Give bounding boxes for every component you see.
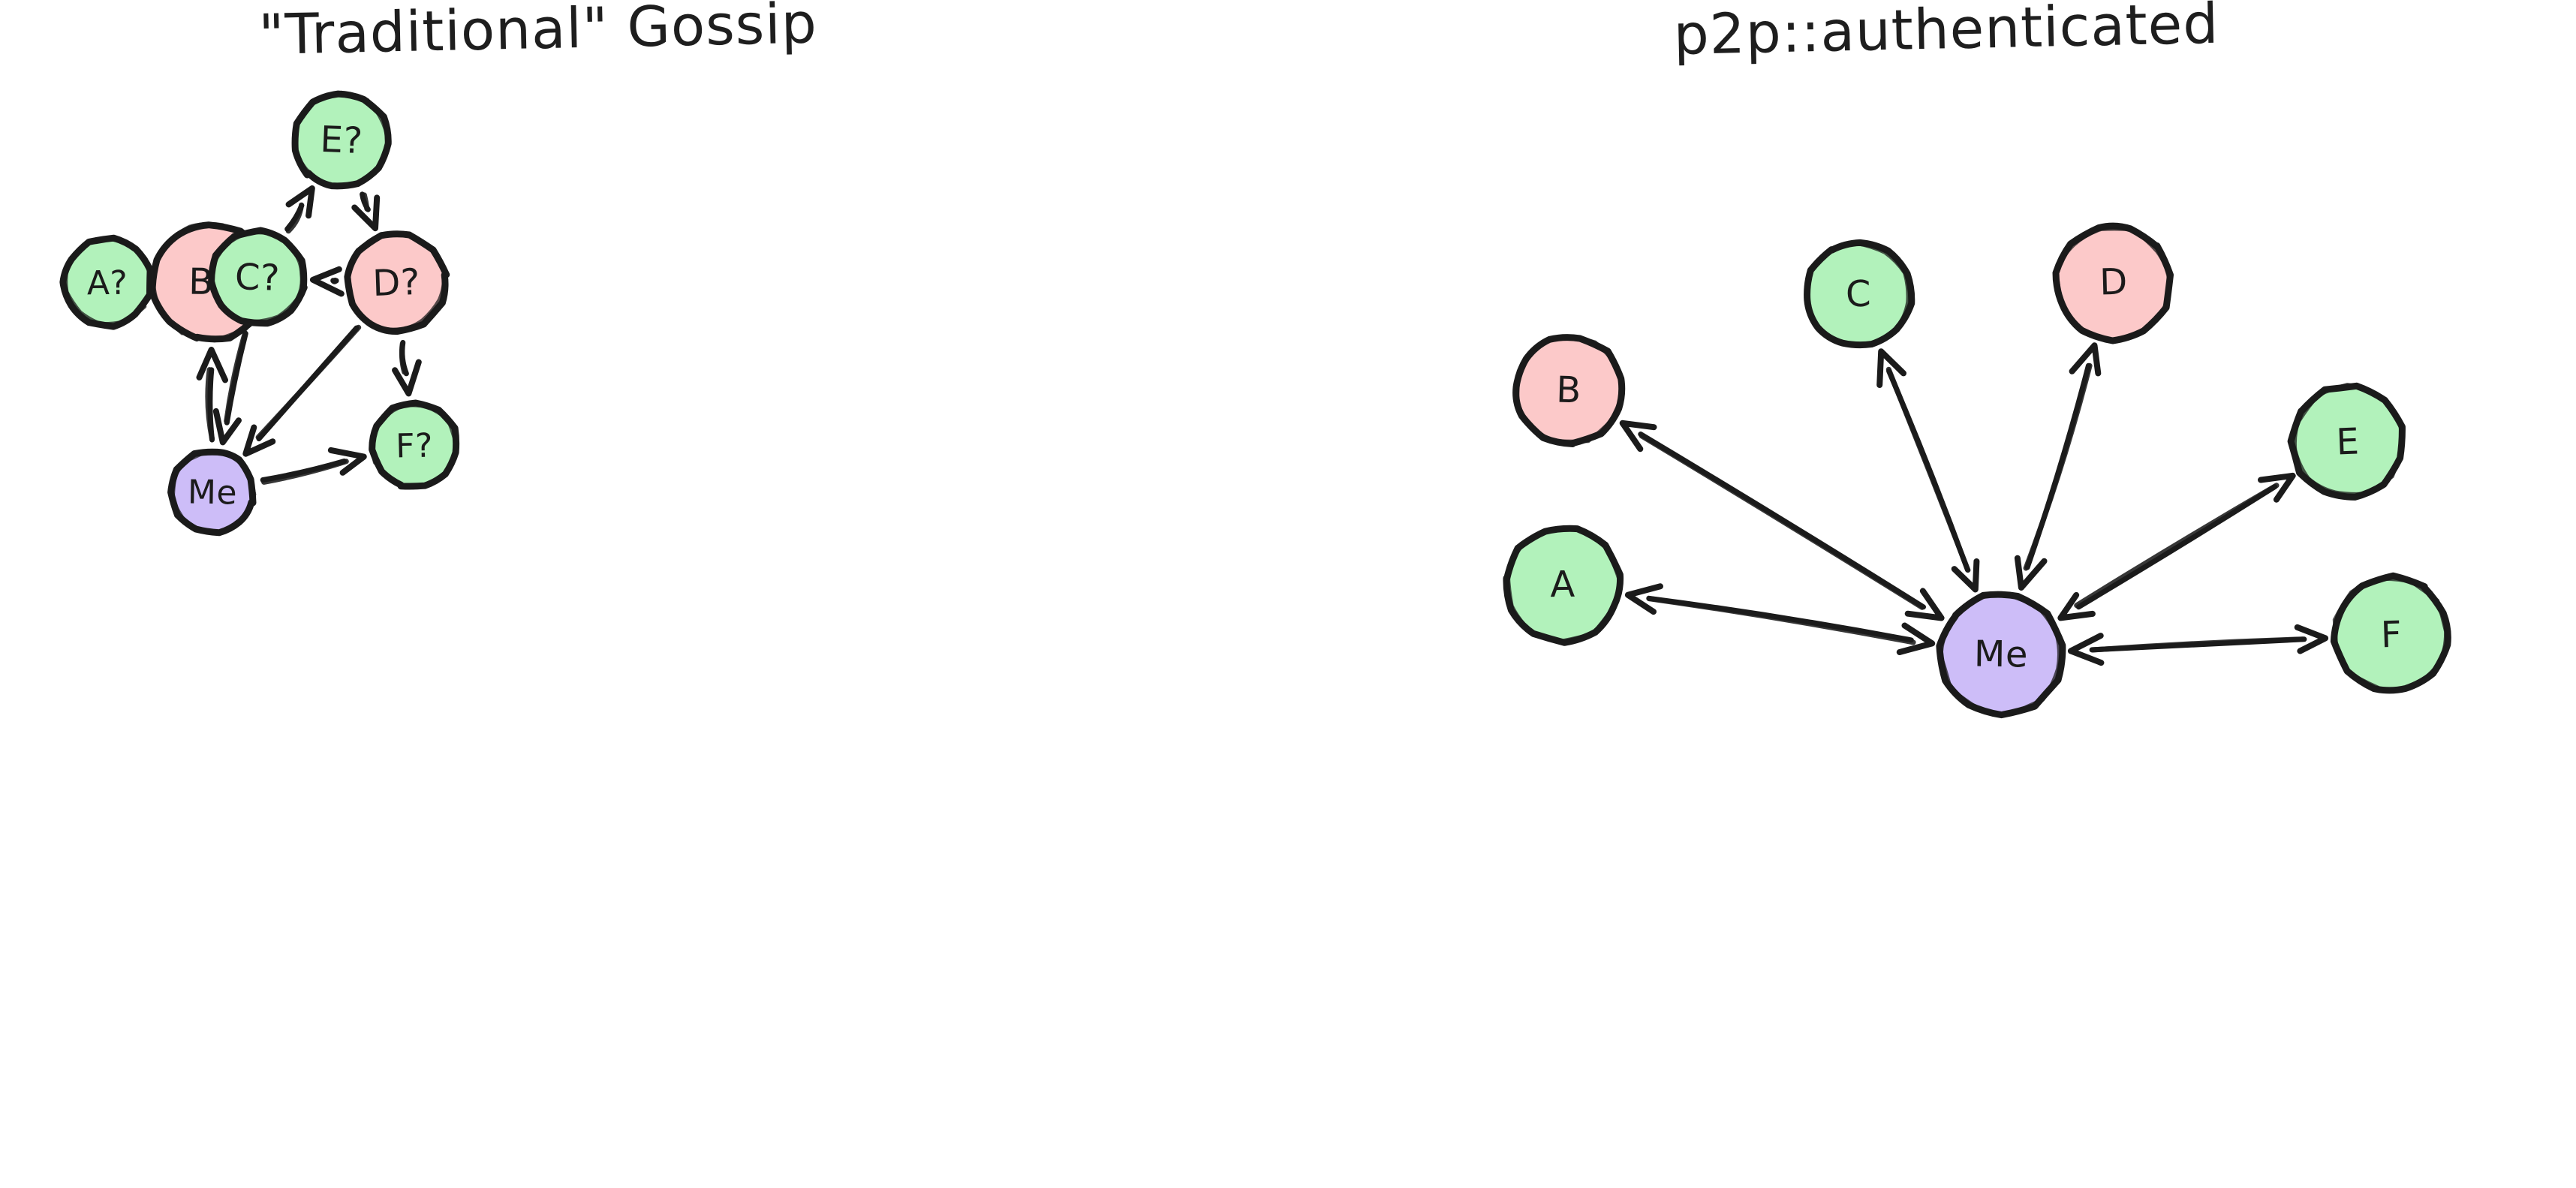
- arrowhead: [1619, 420, 1657, 453]
- node-fill: [2057, 226, 2171, 340]
- edge-p2p-authenticated-Me-to-A: [1624, 583, 1936, 655]
- node-outline-overdraw: [209, 230, 304, 324]
- node-fill: [2335, 579, 2448, 692]
- node-label-A: A: [1550, 564, 1575, 606]
- node-traditional-gossip-E[interactable]: E?: [291, 90, 392, 190]
- node-outline-overdraw: [2292, 383, 2405, 496]
- edge-traditional-gossip-Me-to-B: [196, 347, 228, 443]
- node-p2p-authenticated-B[interactable]: B: [1512, 334, 1626, 447]
- node-label-Me: Me: [188, 474, 238, 513]
- node-label-C: C: [1845, 273, 1871, 316]
- node-outline-overdraw: [64, 236, 152, 326]
- node-outline-overdraw: [293, 90, 390, 188]
- arrowhead: [1904, 588, 1945, 621]
- node-traditional-gossip-C[interactable]: C?: [208, 227, 308, 327]
- node-outline-overdraw: [1515, 335, 1625, 444]
- node-fill: [212, 231, 304, 324]
- node-label-A: A?: [86, 264, 128, 303]
- node-fill: [2293, 387, 2403, 499]
- arrowhead: [2294, 624, 2329, 654]
- edge-traditional-gossip-Me-to-F: [260, 447, 367, 485]
- edge-p2p-authenticated-Me-to-F: [2067, 624, 2329, 666]
- node-fill: [171, 451, 253, 534]
- edge-traditional-gossip-C-to-E: [284, 185, 315, 234]
- arrowhead: [285, 185, 315, 219]
- arrowhead: [2067, 633, 2105, 666]
- node-outline-overdraw: [1939, 593, 2061, 717]
- node-label-E: E?: [320, 119, 364, 162]
- edge-traditional-gossip-D-to-C: [309, 266, 345, 297]
- edges-layer: [110, 185, 2329, 666]
- node-label-D: D?: [372, 261, 420, 305]
- node-fill: [295, 93, 389, 188]
- node-p2p-authenticated-D[interactable]: D: [2052, 222, 2174, 344]
- node-p2p-authenticated-A[interactable]: A: [1503, 525, 1624, 646]
- arrowhead: [309, 266, 345, 297]
- node-outline-overdraw: [345, 232, 447, 332]
- arrowhead: [392, 359, 422, 397]
- arrowhead: [242, 424, 276, 457]
- node-label-B: B: [1556, 369, 1582, 412]
- arrowhead: [196, 347, 228, 383]
- arrowhead: [212, 408, 242, 446]
- node-label-E: E: [2336, 420, 2361, 463]
- node-label-Me: Me: [1974, 633, 2029, 676]
- node-p2p-authenticated-F[interactable]: F: [2330, 572, 2451, 694]
- arrowhead: [2069, 342, 2102, 377]
- node-traditional-gossip-A[interactable]: A?: [59, 234, 154, 330]
- node-p2p-authenticated-Me[interactable]: Me: [1936, 591, 2066, 719]
- node-p2p-authenticated-E[interactable]: E: [2287, 382, 2406, 501]
- edge-p2p-authenticated-Me-to-C: [1876, 348, 1980, 593]
- arrowhead: [2258, 472, 2296, 503]
- arrowhead: [2057, 591, 2096, 621]
- node-fill: [1940, 592, 2061, 716]
- arrowhead: [1951, 558, 1980, 593]
- arrowhead: [1624, 583, 1663, 615]
- node-traditional-gossip-D[interactable]: D?: [344, 230, 450, 335]
- node-p2p-authenticated-C[interactable]: C: [1804, 239, 1915, 349]
- panel-titles: "Traditional" Gossip p2p::authenticated: [258, 0, 2219, 68]
- edge-p2p-authenticated-Me-to-D: [2014, 342, 2102, 591]
- edge-p2p-authenticated-Me-to-B: [1619, 420, 1945, 621]
- node-label-F: F?: [396, 426, 434, 465]
- node-outline-overdraw: [170, 449, 257, 534]
- node-outline-overdraw: [2054, 227, 2171, 344]
- node-fill: [1806, 243, 1912, 348]
- arrowhead: [1896, 622, 1936, 655]
- node-traditional-gossip-Me[interactable]: Me: [167, 448, 257, 537]
- edge-traditional-gossip-D-to-F: [392, 340, 422, 397]
- node-outline-overdraw: [1506, 527, 1621, 645]
- arrowhead: [351, 194, 381, 232]
- edge-traditional-gossip-E-to-D: [351, 191, 381, 232]
- edge-p2p-authenticated-Me-to-E: [2057, 472, 2296, 621]
- node-fill: [348, 233, 447, 332]
- edge-traditional-gossip-C-to-Me: [212, 330, 248, 446]
- edge-traditional-gossip-D-to-Me: [242, 324, 362, 457]
- node-label-D: D: [2099, 261, 2129, 304]
- node-outline-overdraw: [1804, 242, 1910, 347]
- node-traditional-gossip-F[interactable]: F?: [369, 399, 460, 490]
- node-outline-overdraw: [2332, 576, 2448, 693]
- node-fill: [372, 403, 457, 487]
- arrowhead: [327, 447, 367, 476]
- panel-title-p2p-authenticated: p2p::authenticated: [1673, 0, 2219, 68]
- node-label-F: F: [2380, 614, 2403, 657]
- node-outline-overdraw: [370, 403, 458, 490]
- arrowhead: [1876, 348, 1906, 388]
- panel-title-traditional-gossip: "Traditional" Gossip: [258, 0, 818, 68]
- node-fill: [65, 239, 151, 326]
- node-fill: [1506, 528, 1621, 641]
- node-fill: [1515, 337, 1622, 444]
- arrowhead: [2014, 555, 2048, 591]
- node-label-C: C?: [234, 256, 280, 299]
